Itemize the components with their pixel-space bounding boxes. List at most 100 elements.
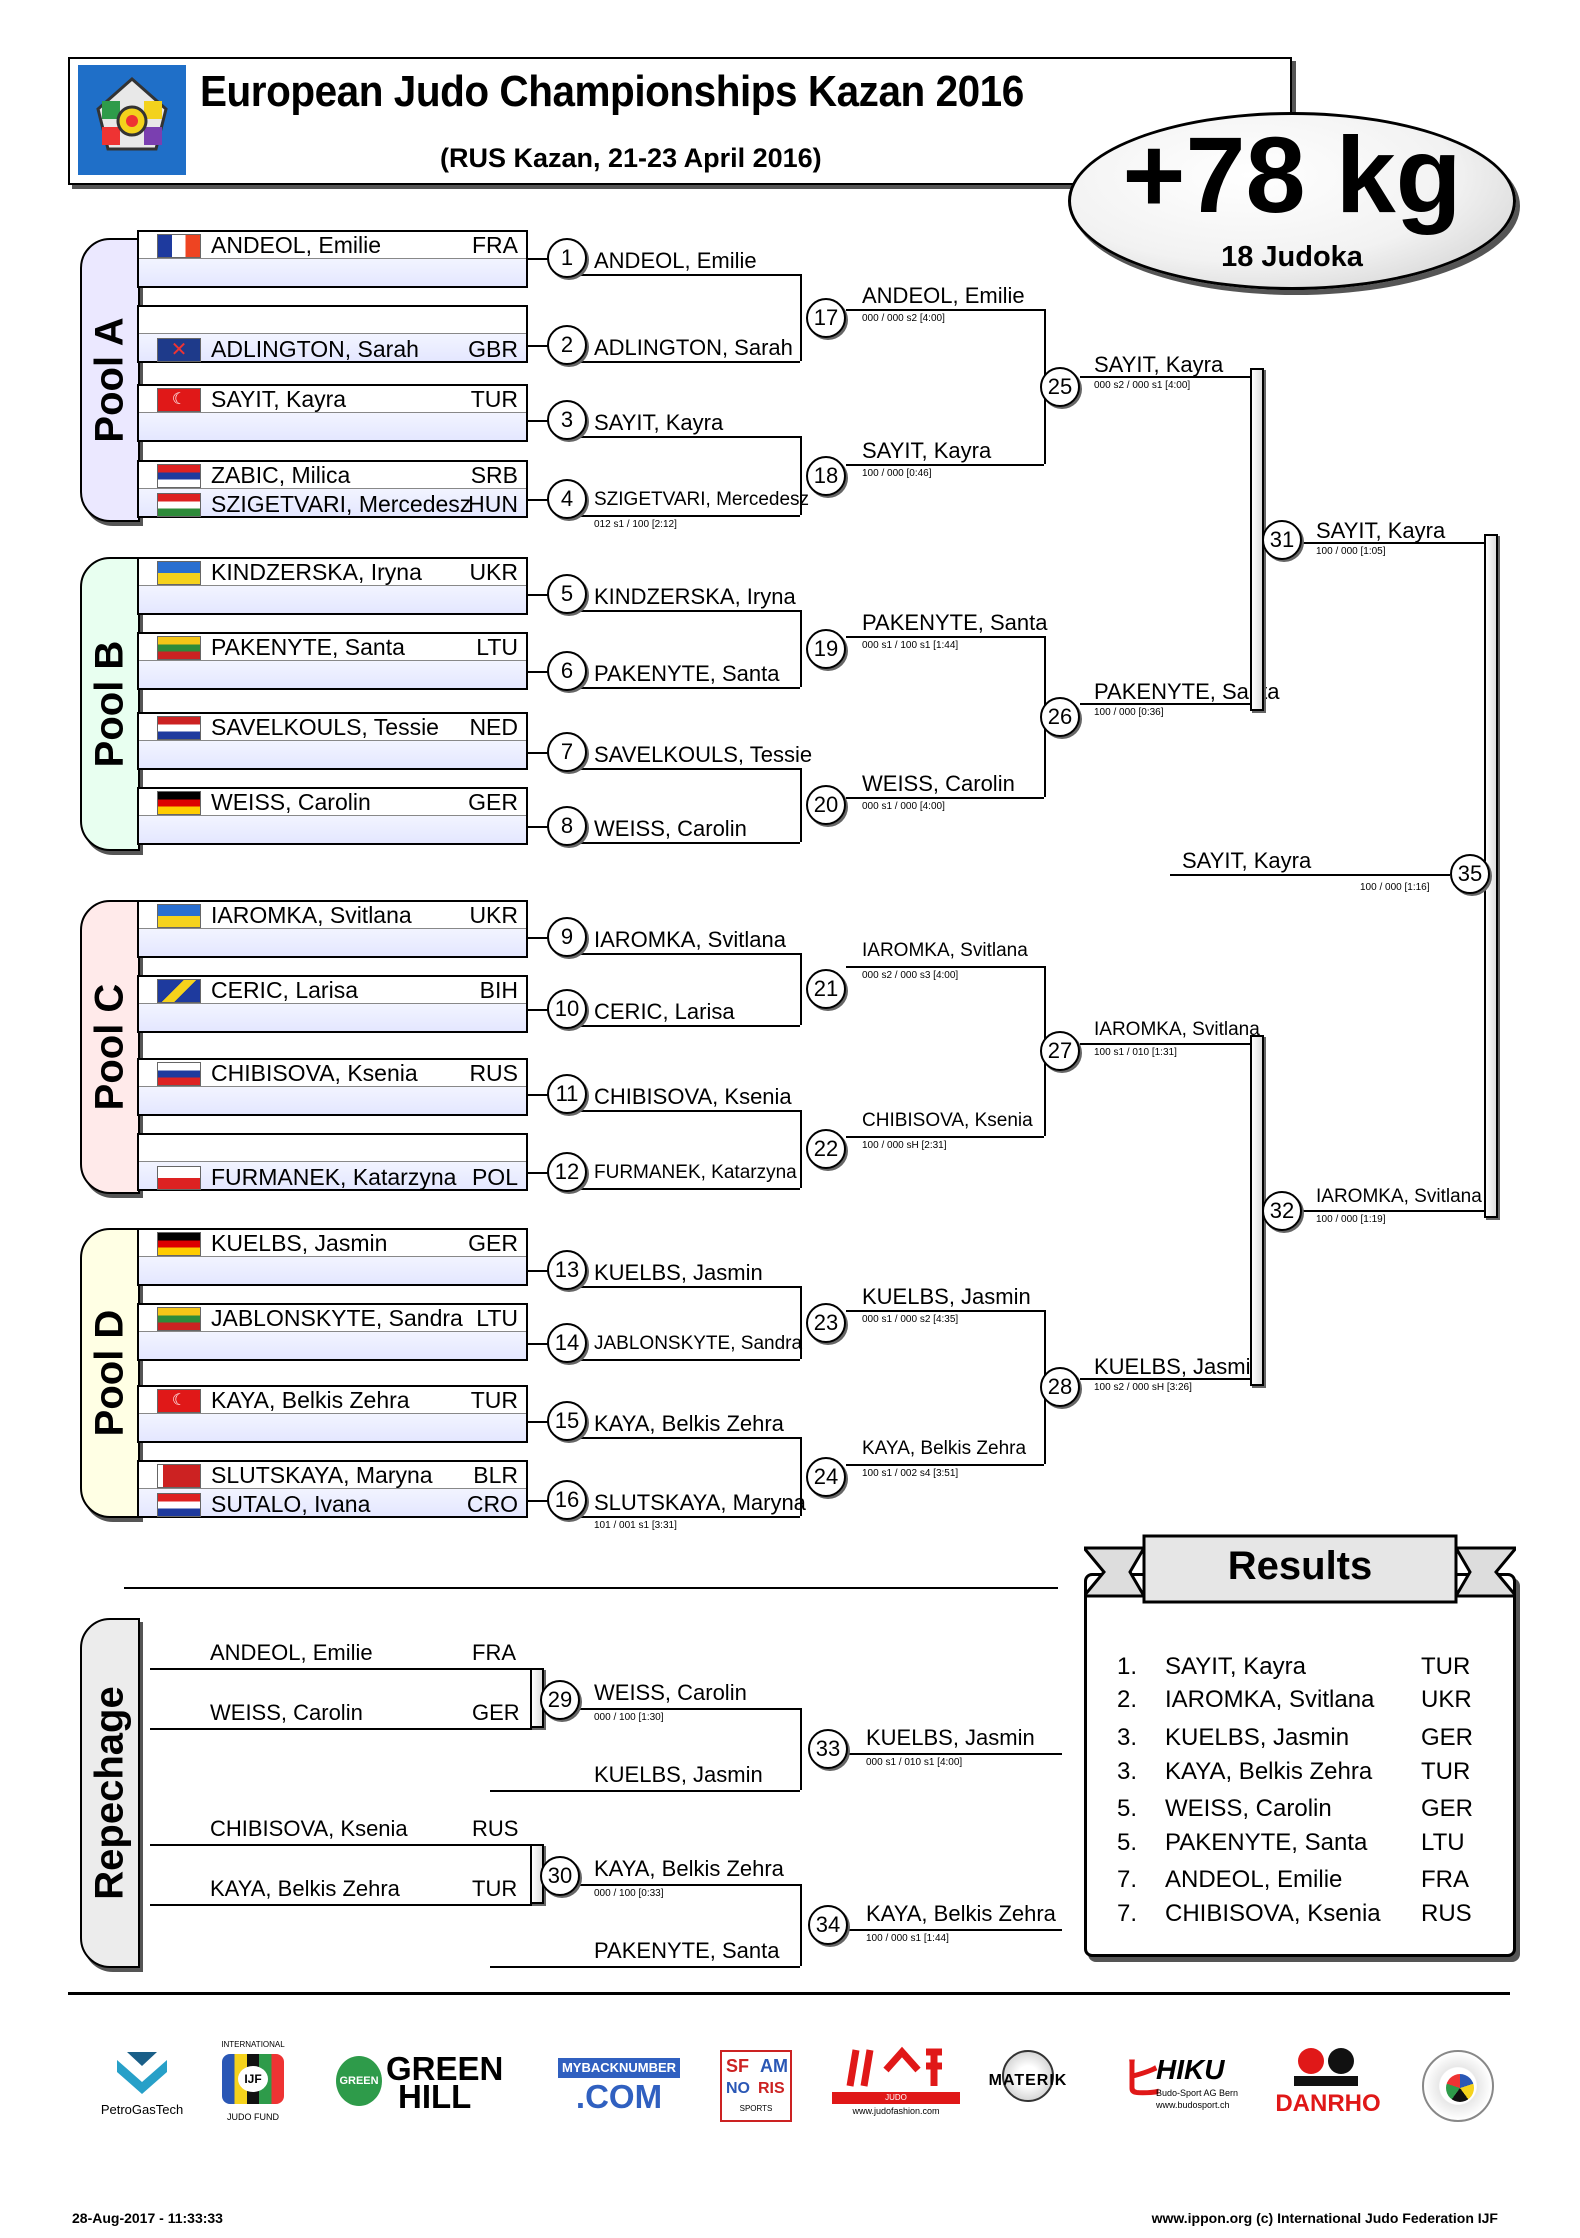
repechage-entrant: KAYA, Belkis Zehra [210,1876,400,1901]
match-number[interactable]: 16 [547,1480,587,1520]
match-number[interactable]: 7 [547,732,587,772]
result-country: GER [1421,1795,1474,1822]
result-place: 7. [1117,1900,1138,1927]
match-number[interactable]: 9 [547,917,587,957]
connector-line [528,1500,558,1502]
match-number[interactable]: 5 [547,574,587,614]
slot-bottom [139,816,526,843]
connector-line [528,258,558,260]
match-number[interactable]: 18 [806,455,846,496]
athlete-name: WEISS, Carolin [211,789,371,815]
copyright-notice: www.ippon.org (c) International Judo Fed… [1151,2210,1498,2226]
match-number[interactable]: 2 [547,325,587,365]
materik-logo: MATERIK [978,2050,1078,2128]
match-number[interactable]: 20 [806,785,846,825]
match-number[interactable]: 13 [547,1250,587,1290]
match-number[interactable]: 3 [547,400,587,440]
connector-line [528,937,558,939]
country-flag-icon [157,791,201,815]
winner-line [577,1110,800,1112]
winner-line [846,636,1044,638]
hiku-logo: ヒ HIKU Budo-Sport AG Bern www.budosport.… [1120,2054,1239,2110]
ijf-seal-logo [1422,2050,1494,2122]
match-number[interactable]: 19 [806,628,846,669]
match-number[interactable]: 6 [547,651,587,691]
round2-winner: KAYA, Belkis Zehra [862,1438,1027,1459]
connector-line [528,499,558,501]
match-number[interactable]: 1 [547,238,587,278]
match-number[interactable]: 10 [547,989,587,1029]
match-number[interactable]: 17 [806,297,846,338]
match-number[interactable]: 8 [547,806,587,846]
connector-line [528,1421,558,1423]
match-score: 000 s1 / 100 s1 [1:44] [862,640,959,651]
match-number[interactable]: 30 [540,1856,580,1896]
result-place: 3. [1117,1724,1138,1751]
semifinal-winner: SAYIT, Kayra [1316,518,1446,543]
match-number[interactable]: 29 [540,1680,580,1720]
match-number[interactable]: 32 [1262,1190,1302,1231]
athlete-country: LTU [476,1305,518,1331]
footer-divider [68,1992,1510,1995]
match-number[interactable]: 14 [547,1323,587,1363]
match-number[interactable]: 34 [808,1905,848,1945]
bracket-connector [800,1708,802,1790]
match-number[interactable]: 12 [547,1152,587,1192]
match-number[interactable]: 31 [1262,519,1302,560]
connector-line [528,1343,558,1345]
match-number[interactable]: 24 [806,1456,846,1497]
slot-top [139,714,526,741]
country-flag-icon [157,1464,201,1488]
round2-winner: ANDEOL, Emilie [862,283,1025,308]
slot-bottom [139,259,526,286]
event-subtitle: (RUS Kazan, 21-23 April 2016) [440,143,822,173]
match-number[interactable]: 28 [1040,1367,1080,1407]
bracket-connector [800,1286,802,1359]
slot-bottom [139,929,526,956]
match-number[interactable]: 4 [547,479,587,519]
match-number[interactable]: 22 [806,1129,846,1169]
slot-bottom [139,1332,526,1359]
athlete-country: GBR [468,336,518,362]
pool-c-label: Pool C [80,900,140,1194]
match-number[interactable]: 26 [1040,696,1080,737]
repechage-winner: KAYA, Belkis Zehra [594,1856,784,1881]
match-number[interactable]: 21 [806,969,846,1009]
match-number[interactable]: 27 [1040,1031,1080,1071]
match-number[interactable]: 11 [547,1074,587,1114]
match-number[interactable]: 25 [1040,366,1080,407]
slot-bottom [139,1087,526,1114]
result-country: RUS [1421,1900,1472,1927]
match-number[interactable]: 15 [547,1401,587,1441]
country-flag-icon [157,716,201,740]
match-number[interactable]: 23 [806,1302,846,1343]
athlete-name: SAYIT, Kayra [211,386,347,412]
round2-winner: KUELBS, Jasmin [862,1284,1031,1309]
match-number[interactable]: 33 [808,1729,848,1769]
match-number[interactable]: 35 [1450,854,1490,894]
